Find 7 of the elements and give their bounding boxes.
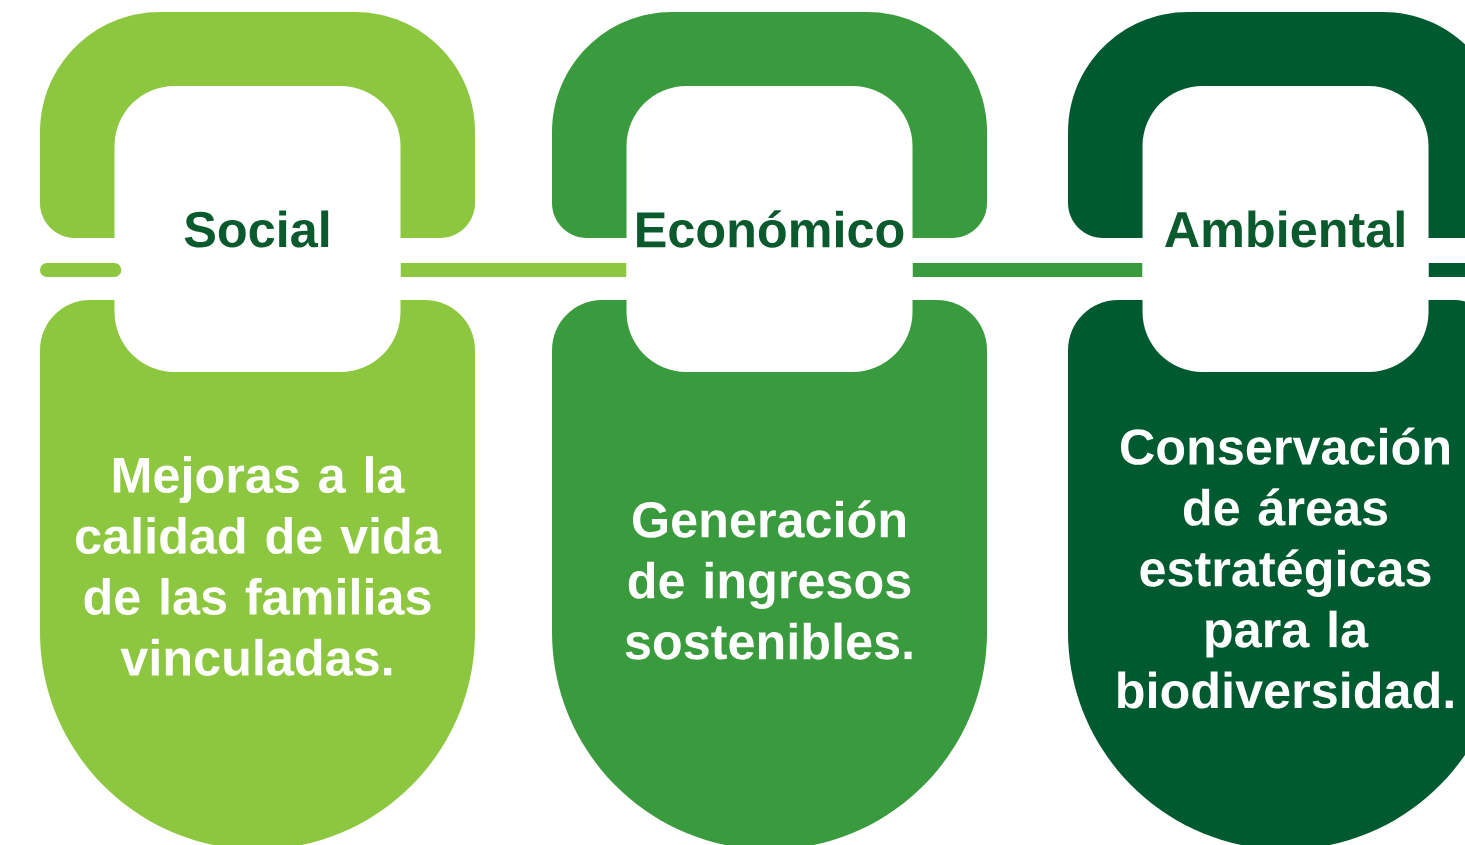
heading-box: Ambiental <box>1142 86 1429 372</box>
connector-line <box>39 262 122 277</box>
heading-box: Social <box>114 86 401 372</box>
heading-box: Económico <box>626 86 913 372</box>
connector-line <box>400 262 627 277</box>
connector-line <box>912 262 1143 277</box>
connector-line <box>1428 262 1465 277</box>
